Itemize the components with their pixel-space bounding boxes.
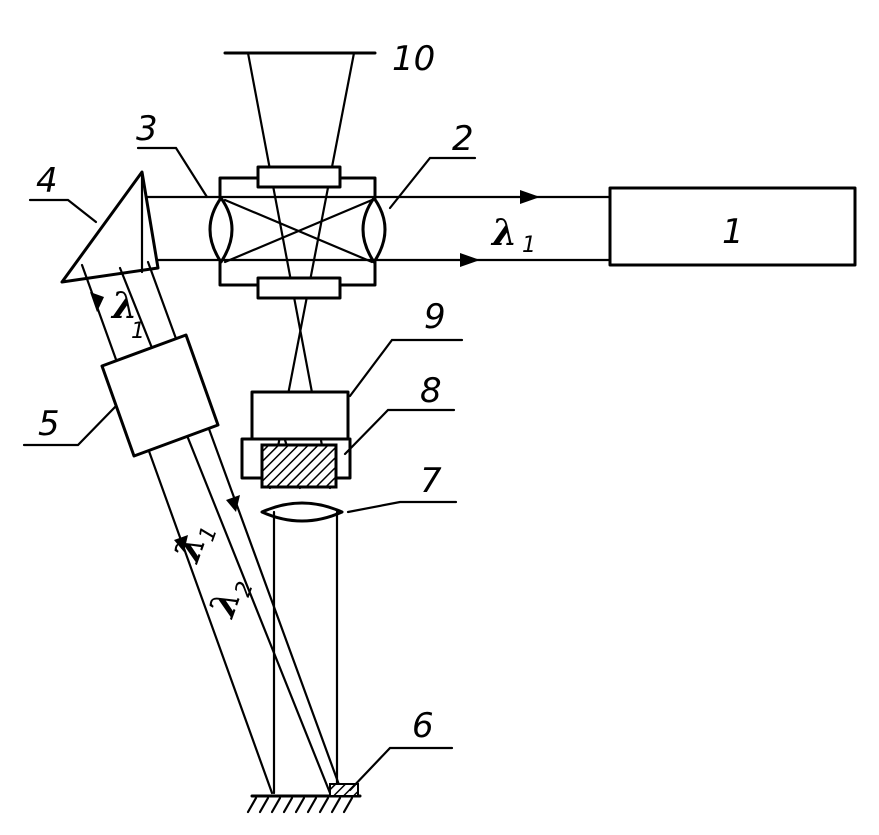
lambda-1-prism: λ 1 — [110, 285, 145, 344]
sample-6 — [246, 783, 362, 814]
lens-3 — [208, 196, 234, 264]
crystal-8 — [260, 443, 338, 489]
label-10: 10 — [392, 39, 435, 79]
vertical-beam — [272, 510, 339, 795]
arrow-down-3 — [226, 495, 240, 512]
label-6: 6 — [412, 706, 434, 746]
prism-4 — [60, 170, 160, 284]
beam-splitter-assembly — [218, 165, 377, 300]
label-3: 3 — [136, 109, 158, 149]
label-1: 1 — [722, 212, 744, 252]
svg-text:λ: λ — [490, 212, 517, 254]
svg-text:1: 1 — [131, 319, 145, 344]
housing-9 — [240, 390, 352, 480]
arrow-down-2 — [174, 535, 188, 552]
lens-2 — [361, 196, 387, 264]
filter-5 — [100, 333, 220, 458]
svg-text:λ: λ — [110, 285, 137, 327]
label-7: 7 — [420, 461, 442, 501]
label-9: 9 — [424, 297, 446, 337]
label-5: 5 — [38, 404, 60, 444]
lambda-1-horizontal: λ 1 — [490, 212, 536, 258]
svg-text:1: 1 — [522, 233, 536, 258]
label-8: 8 — [420, 371, 442, 411]
source-1 — [608, 186, 857, 267]
lens-7 — [260, 501, 344, 523]
label-2: 2 — [452, 119, 474, 159]
label-4: 4 — [36, 161, 58, 201]
arrow-down-1 — [90, 292, 104, 312]
